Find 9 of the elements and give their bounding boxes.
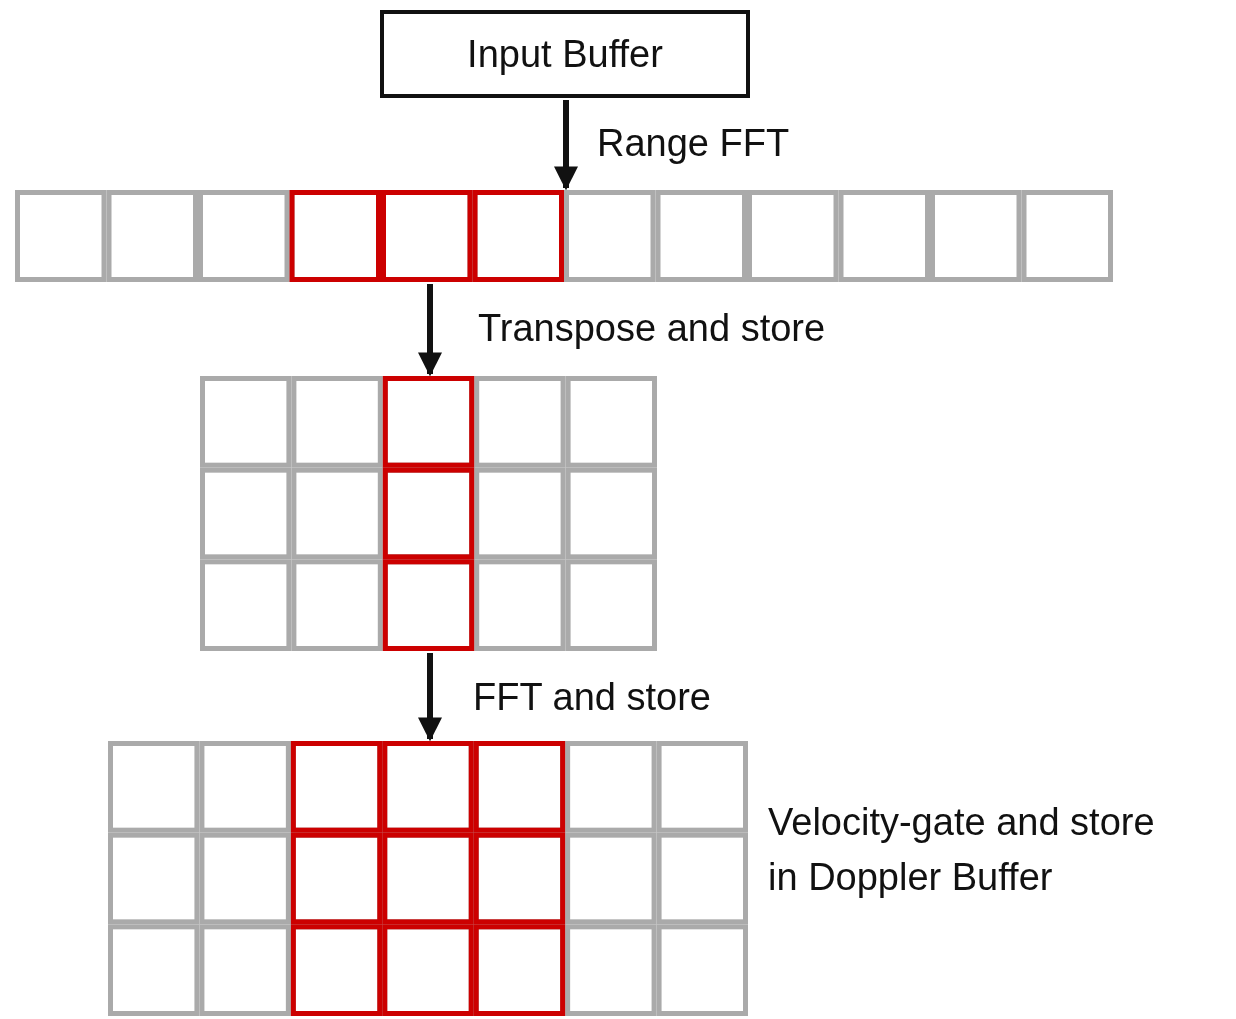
arrow [554,100,578,191]
array-grid [15,190,1113,282]
grid-caption: Velocity-gate and store in Doppler Buffer [768,800,1156,901]
arrow [418,653,442,742]
arrow [418,284,442,377]
box-label: Input Buffer [467,32,663,76]
buffer-box [380,10,750,98]
array-grid [200,376,657,651]
array-grid [108,741,748,1016]
